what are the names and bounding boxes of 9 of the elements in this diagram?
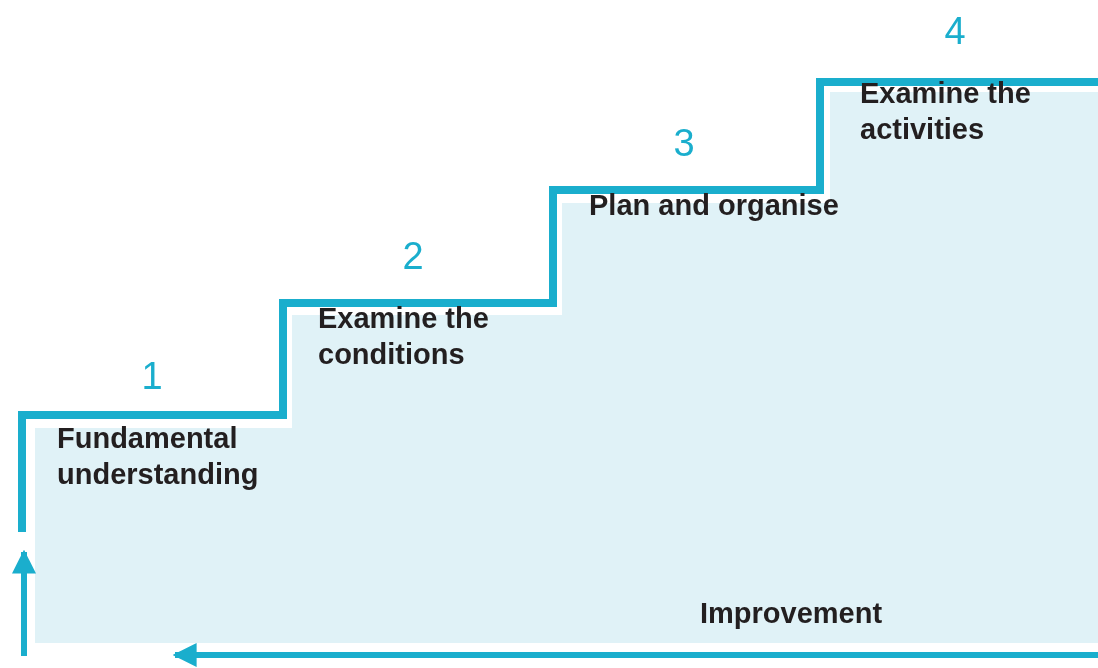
step-number: 4 [943, 11, 967, 51]
step-number: 2 [401, 236, 425, 276]
axis-label: Improvement [700, 597, 883, 630]
step-label: Plan and organise [589, 188, 839, 223]
step-label: Fundamental understanding [57, 421, 260, 492]
step-label: Examine the activities [860, 76, 1032, 147]
step-number: 1 [140, 356, 164, 396]
step-label: Examine the conditions [318, 301, 490, 372]
step-number: 3 [672, 123, 696, 163]
